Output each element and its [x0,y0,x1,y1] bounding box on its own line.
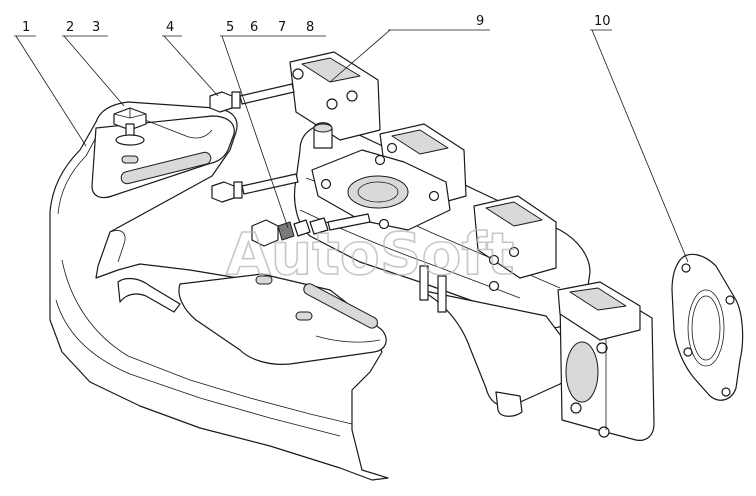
exhaust-manifold-part-9 [289,51,655,441]
stud-nut-washer-parts-5-8 [251,213,371,247]
callout-9: 9 [476,14,484,29]
callout-1: 1 [22,20,30,35]
bolt-washer-parts-2-3 [113,107,147,146]
leader-lines [14,29,689,263]
callout-8: 8 [306,20,314,35]
callout-6: 6 [250,20,258,35]
callout-labels: 1 2 3 4 5 6 7 8 9 10 [22,14,611,35]
autosoft-watermark: AutoSoft [226,220,514,288]
bolts-part-4 [209,83,299,203]
callout-5: 5 [226,20,234,35]
callout-2: 2 [66,20,74,35]
gasket-part-10 [671,253,744,401]
callout-7: 7 [278,20,286,35]
heat-shield-part-1 [49,101,389,481]
callout-10: 10 [594,14,611,29]
callout-4: 4 [166,20,174,35]
callout-3: 3 [92,20,100,35]
